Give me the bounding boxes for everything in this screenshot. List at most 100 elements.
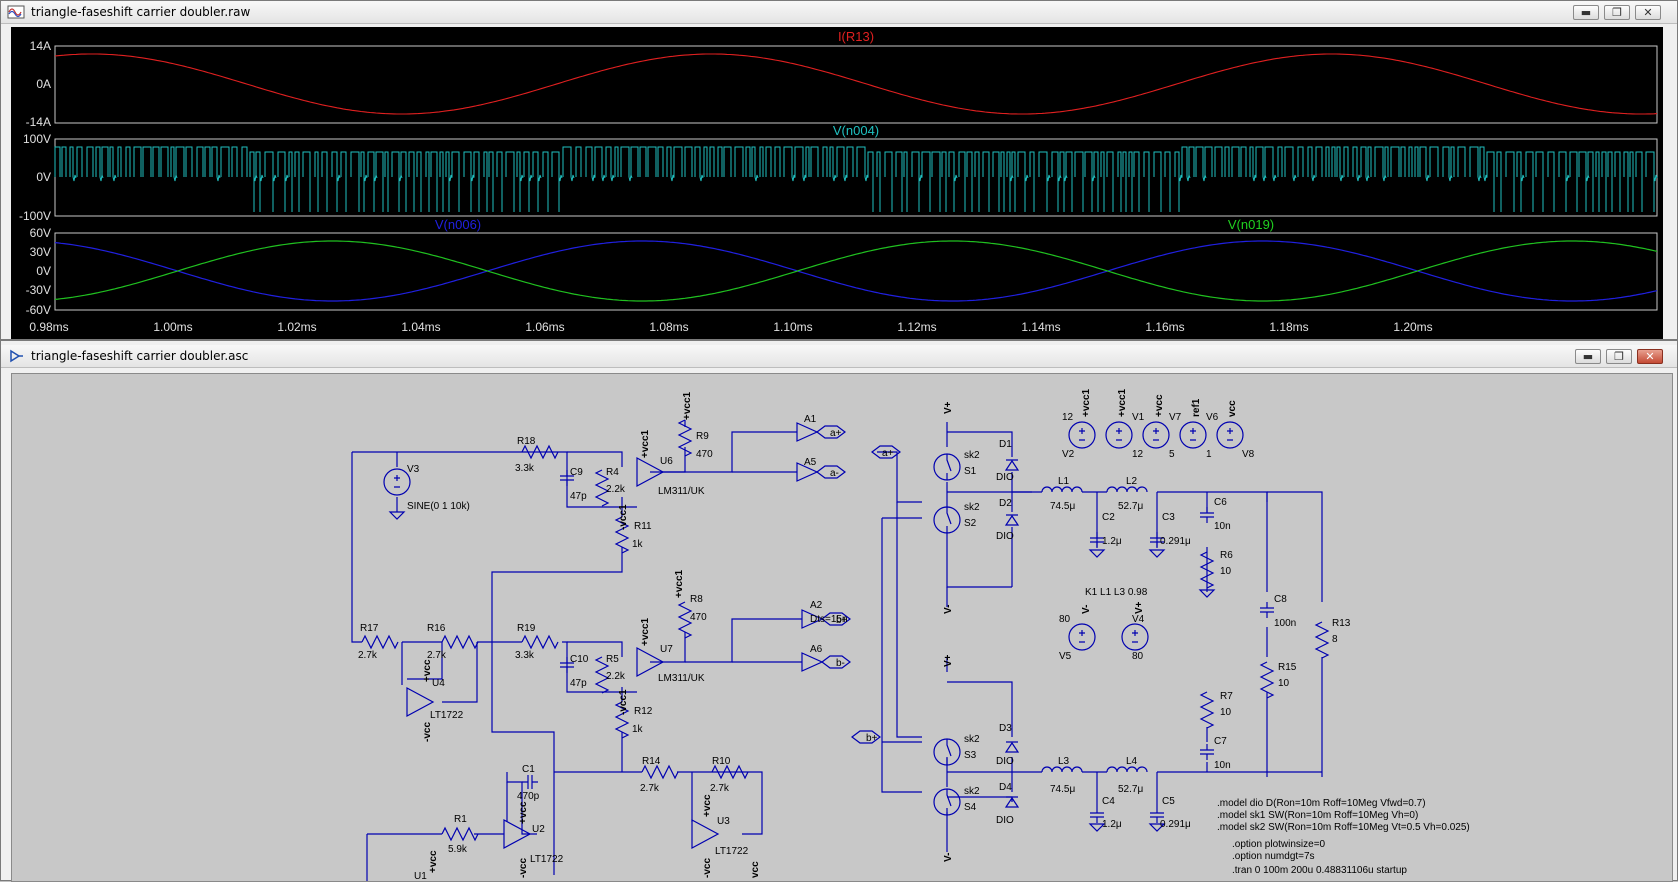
- resistor-R4[interactable]: [594, 469, 610, 507]
- waveform-plot-area[interactable]: I(R13) V(n004) V(n006) V(n019) 14A 0A -1…: [11, 27, 1663, 339]
- switch-S2-blade[interactable]: [946, 507, 952, 533]
- resistor-R9[interactable]: [677, 419, 693, 457]
- ground-C4[interactable]: [1088, 823, 1106, 832]
- ground-V3[interactable]: [388, 511, 406, 520]
- ground-C5[interactable]: [1148, 823, 1166, 832]
- directive-numdgt[interactable]: .option numdgt=7s: [1232, 851, 1315, 862]
- schematic-minimize-button[interactable]: ▬: [1575, 349, 1601, 364]
- inductor-L3[interactable]: [1041, 766, 1083, 773]
- resistor-R17[interactable]: [361, 634, 399, 650]
- buffer-A6[interactable]: [801, 652, 824, 672]
- capacitor-C10[interactable]: [560, 657, 574, 673]
- flag-a-plus[interactable]: [816, 425, 846, 439]
- source-V6[interactable]: [1179, 421, 1207, 449]
- trace-label-vn004[interactable]: V(n004): [833, 123, 879, 138]
- schematic-drawing[interactable]: R18 3.3k V3 SINE(0 1 10k) C9 47p R4 2.2k…: [12, 374, 1673, 882]
- source-V3[interactable]: [383, 468, 411, 496]
- trace-label-ir13[interactable]: I(R13): [838, 29, 874, 44]
- resistor-R5[interactable]: [594, 656, 610, 694]
- source-V7-polarity[interactable]: [1153, 428, 1159, 441]
- buffer-A2[interactable]: [801, 609, 824, 629]
- capacitor-C3[interactable]: [1150, 532, 1164, 548]
- waveform-maximize-button[interactable]: ❐: [1604, 5, 1630, 20]
- directive-tran[interactable]: .tran 0 100m 200u 0.48831106u startup: [1232, 865, 1407, 876]
- directive-model-sk2[interactable]: .model sk2 SW(Ron=10m Roff=10Meg Vt=0.5 …: [1217, 822, 1470, 833]
- resistor-R8[interactable]: [677, 601, 693, 639]
- flag-a-plus-in[interactable]: [871, 445, 901, 459]
- ground-R6[interactable]: [1198, 589, 1216, 598]
- resistor-R7[interactable]: [1199, 691, 1215, 729]
- comparator-U7[interactable]: [636, 646, 665, 678]
- diode-D4[interactable]: [1004, 796, 1020, 808]
- resistor-R1[interactable]: [441, 826, 479, 842]
- resistor-R14[interactable]: [641, 764, 679, 780]
- capacitor-C1[interactable]: [522, 775, 538, 789]
- source-V1[interactable]: [1105, 421, 1133, 449]
- source-V5[interactable]: [1068, 623, 1096, 651]
- trace-vn004[interactable]: [54, 146, 1658, 212]
- opamp-U3[interactable]: [691, 818, 720, 850]
- resistor-R13[interactable]: [1314, 621, 1330, 659]
- directive-model-dio[interactable]: .model dio D(Ron=10m Roff=10Meg Vfwd=0.7…: [1217, 798, 1426, 809]
- source-V1-polarity[interactable]: [1116, 428, 1122, 441]
- trace-vn019[interactable]: [54, 240, 1658, 302]
- source-V2-polarity[interactable]: [1079, 428, 1085, 441]
- capacitor-C6[interactable]: [1200, 507, 1214, 523]
- buffer-A5[interactable]: [796, 462, 819, 482]
- flag-b-plus-in[interactable]: [851, 730, 881, 744]
- flag-a-minus[interactable]: [816, 465, 846, 479]
- waveform-titlebar[interactable]: triangle-faseshift carrier doubler.raw ▬…: [1, 1, 1677, 24]
- capacitor-C5[interactable]: [1150, 807, 1164, 823]
- resistor-R6[interactable]: [1199, 551, 1215, 589]
- ground-C2[interactable]: [1088, 549, 1106, 558]
- trace-vn006[interactable]: [54, 240, 1658, 302]
- waveform-minimize-button[interactable]: ▬: [1573, 5, 1599, 20]
- comparator-U6[interactable]: [636, 456, 665, 488]
- schematic-close-button[interactable]: ✕: [1637, 349, 1663, 364]
- source-V2[interactable]: [1068, 421, 1096, 449]
- ground-C3[interactable]: [1148, 549, 1166, 558]
- opamp-U4[interactable]: [406, 686, 435, 718]
- capacitor-C9[interactable]: [560, 470, 574, 486]
- buffer-A1[interactable]: [796, 422, 819, 442]
- resistor-R15[interactable]: [1259, 661, 1275, 699]
- flag-b-minus[interactable]: [821, 655, 851, 669]
- trace-label-vn019[interactable]: V(n019): [1228, 217, 1274, 232]
- source-V8-polarity[interactable]: [1227, 428, 1233, 441]
- directive-model-sk1[interactable]: .model sk1 SW(Ron=10m Roff=10Meg Vh=0): [1217, 810, 1418, 821]
- trace-label-vn006[interactable]: V(n006): [435, 217, 481, 232]
- source-V6-polarity[interactable]: [1190, 428, 1196, 441]
- capacitor-C7[interactable]: [1200, 744, 1214, 760]
- directive-plotwinsize[interactable]: .option plotwinsize=0: [1232, 839, 1326, 850]
- diode-D1[interactable]: [1004, 459, 1020, 471]
- resistor-R16[interactable]: [441, 634, 479, 650]
- schematic-maximize-button[interactable]: ❐: [1606, 349, 1632, 364]
- source-V4[interactable]: [1121, 623, 1149, 651]
- source-V4-polarity[interactable]: [1132, 630, 1138, 643]
- source-V5-polarity[interactable]: [1079, 630, 1085, 643]
- capacitor-C8[interactable]: [1260, 602, 1274, 618]
- trace-ir13[interactable]: [54, 53, 1658, 115]
- waveform-close-button[interactable]: ✕: [1635, 5, 1661, 20]
- resistor-R19[interactable]: [521, 634, 559, 650]
- opamp-U2[interactable]: [503, 818, 532, 850]
- switch-S4-blade[interactable]: [946, 789, 952, 815]
- resistor-R11[interactable]: [614, 516, 630, 554]
- schematic-canvas[interactable]: R18 3.3k V3 SINE(0 1 10k) C9 47p R4 2.2k…: [11, 373, 1673, 882]
- diode-D2[interactable]: [1004, 514, 1020, 526]
- source-V3-polarity[interactable]: [394, 475, 400, 488]
- inductor-L4[interactable]: [1106, 766, 1148, 773]
- resistor-R12[interactable]: [614, 701, 630, 739]
- capacitor-C4[interactable]: [1090, 807, 1104, 823]
- inductor-L1[interactable]: [1041, 486, 1083, 493]
- resistor-R18[interactable]: [521, 444, 559, 460]
- diode-D3[interactable]: [1004, 741, 1020, 753]
- source-V8[interactable]: [1216, 421, 1244, 449]
- waveform-plot[interactable]: I(R13) V(n004) V(n006) V(n019) 14A 0A -1…: [11, 27, 1663, 339]
- inductor-L2[interactable]: [1106, 486, 1148, 493]
- schematic-titlebar[interactable]: triangle-faseshift carrier doubler.asc ▬…: [1, 345, 1677, 368]
- switch-S1-blade[interactable]: [946, 454, 952, 480]
- flag-b-plus[interactable]: [821, 612, 851, 626]
- capacitor-C2[interactable]: [1090, 532, 1104, 548]
- switch-S3-blade[interactable]: [946, 739, 952, 765]
